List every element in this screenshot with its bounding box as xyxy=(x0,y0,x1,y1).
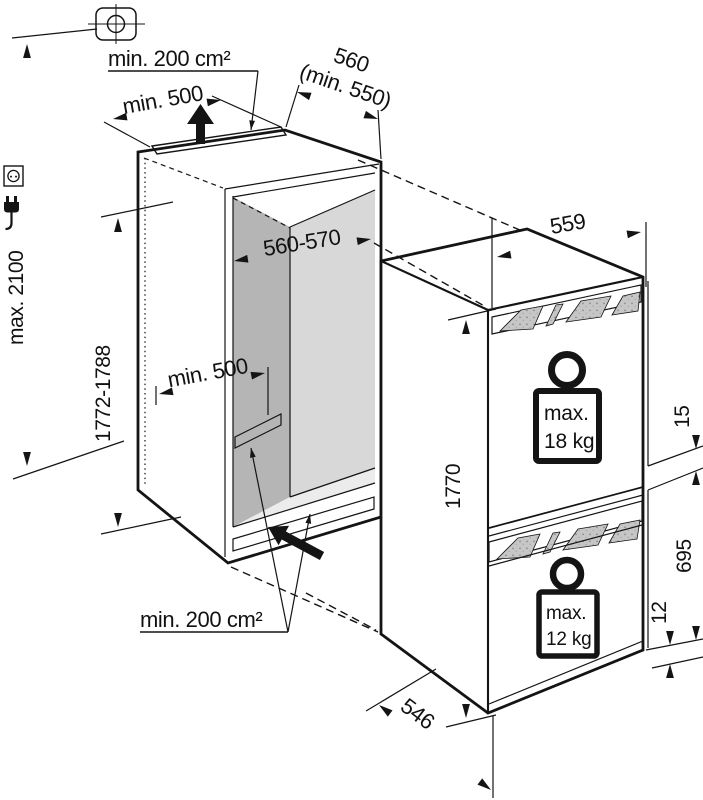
niche-cabinet xyxy=(136,104,383,565)
projection-lines xyxy=(230,159,523,633)
rear-vent-slot xyxy=(234,413,282,449)
top-vent-width-label: min. 500 xyxy=(121,80,205,119)
top-vent-area-label: min. 200 cm² xyxy=(108,46,230,71)
dim-niche-height: 1772-1788 xyxy=(92,201,182,535)
appliance-top-face xyxy=(381,229,643,310)
screw-fixing-icon xyxy=(88,4,145,44)
top-clearance-label: 15 xyxy=(671,405,694,428)
airflow-in-arrow-icon xyxy=(268,525,325,560)
label-bottom-vent-area: min. 200 cm² xyxy=(140,447,312,633)
niche-back-wall xyxy=(233,197,290,527)
middle-grille xyxy=(488,500,643,563)
dim-ceiling-height: max. 2100 xyxy=(5,28,125,480)
dim-appliance-width: 559 xyxy=(491,208,647,308)
dim-bottom-clearance: 12 xyxy=(648,601,703,678)
appliance-width-label: 559 xyxy=(548,208,587,239)
lower-door-load-label-2: 12 kg xyxy=(546,629,591,650)
niche-side-wall xyxy=(290,190,375,497)
ceiling-height-label: max. 2100 xyxy=(5,251,28,345)
niche-floor xyxy=(233,468,375,527)
weight-limit-upper-icon: max. 18 kg xyxy=(533,351,602,464)
appliance-height-label: 1770 xyxy=(442,464,465,509)
upper-door-load-label-2: 18 kg xyxy=(544,430,594,453)
dim-top-clearance: 15 xyxy=(647,405,703,491)
upper-door-load-label-1: max. xyxy=(544,402,589,425)
upper-grille xyxy=(491,284,642,335)
bottom-vent-area-label: min. 200 cm² xyxy=(140,607,262,632)
niche-height-label: 1772-1788 xyxy=(92,345,115,442)
weight-limit-lower-icon: max. 12 kg xyxy=(536,556,600,659)
appliance-front-face xyxy=(488,277,643,713)
appliance-side-face xyxy=(381,261,488,713)
dim-lower-door-height: 695 xyxy=(645,471,703,651)
bottom-vent-slot xyxy=(232,496,375,552)
appliance-depth-label: 546 xyxy=(396,693,440,734)
lower-door-height-label: 695 xyxy=(673,539,696,573)
label-top-vent-area: min. 200 cm² xyxy=(108,46,259,131)
top-vent-slot xyxy=(150,126,288,155)
power-socket-icon xyxy=(3,165,24,187)
lower-door-load-label-1: max. xyxy=(546,603,586,624)
bottom-clearance-label: 12 xyxy=(648,601,671,624)
power-plug-icon xyxy=(4,196,19,231)
appliance: max. 18 kg max. 12 kg xyxy=(379,227,649,715)
